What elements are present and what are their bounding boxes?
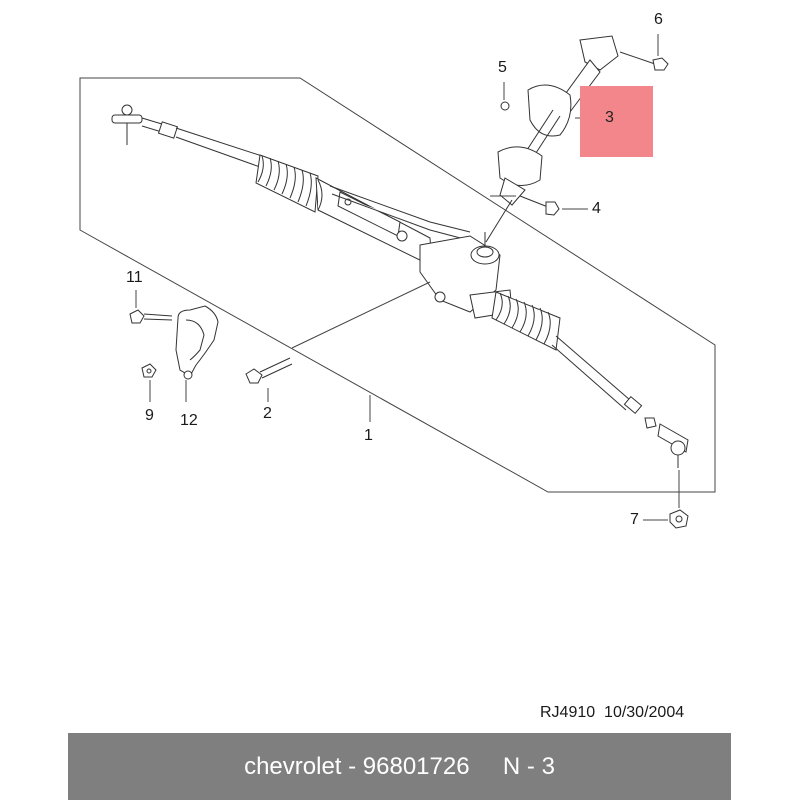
nut-9 [141, 363, 157, 378]
footer-bar: chevrolet - 96801726 N - 3 [68, 733, 731, 800]
bolt-6 [619, 51, 669, 71]
intermediate-shaft [485, 35, 619, 243]
bolt-11 [129, 309, 173, 324]
callout-7: 7 [630, 511, 639, 528]
right-tie-rod-end [657, 423, 689, 468]
highlighted-part-box [580, 86, 653, 157]
callout-1: 1 [364, 427, 373, 444]
callout-2: 2 [263, 405, 272, 422]
pinion-housing [419, 232, 513, 319]
clamp-bracket [175, 305, 219, 380]
callout-11: 11 [126, 269, 143, 286]
callout-6: 6 [654, 11, 663, 28]
leader-lines [135, 34, 680, 521]
nut-5 [500, 101, 510, 111]
assembly-boundary [79, 77, 716, 493]
document-reference: RJ4910 10/30/2004 [540, 704, 685, 721]
bolt-2 [245, 357, 293, 384]
callout-5: 5 [498, 59, 507, 76]
nut-7 [669, 509, 689, 529]
rack-housing [315, 177, 471, 267]
bolt-4 [519, 195, 560, 216]
left-inner-rod [175, 127, 263, 168]
right-bellows [491, 291, 561, 351]
right-inner-rod [551, 335, 657, 429]
callout-9: 9 [145, 407, 154, 424]
callout-4: 4 [592, 200, 601, 217]
callout-12: 12 [180, 412, 198, 429]
footer-text: chevrolet - 96801726 N - 3 [244, 752, 555, 780]
left-bellows [255, 154, 319, 213]
callout-3: 3 [605, 109, 614, 126]
left-tie-rod-end [111, 104, 179, 145]
